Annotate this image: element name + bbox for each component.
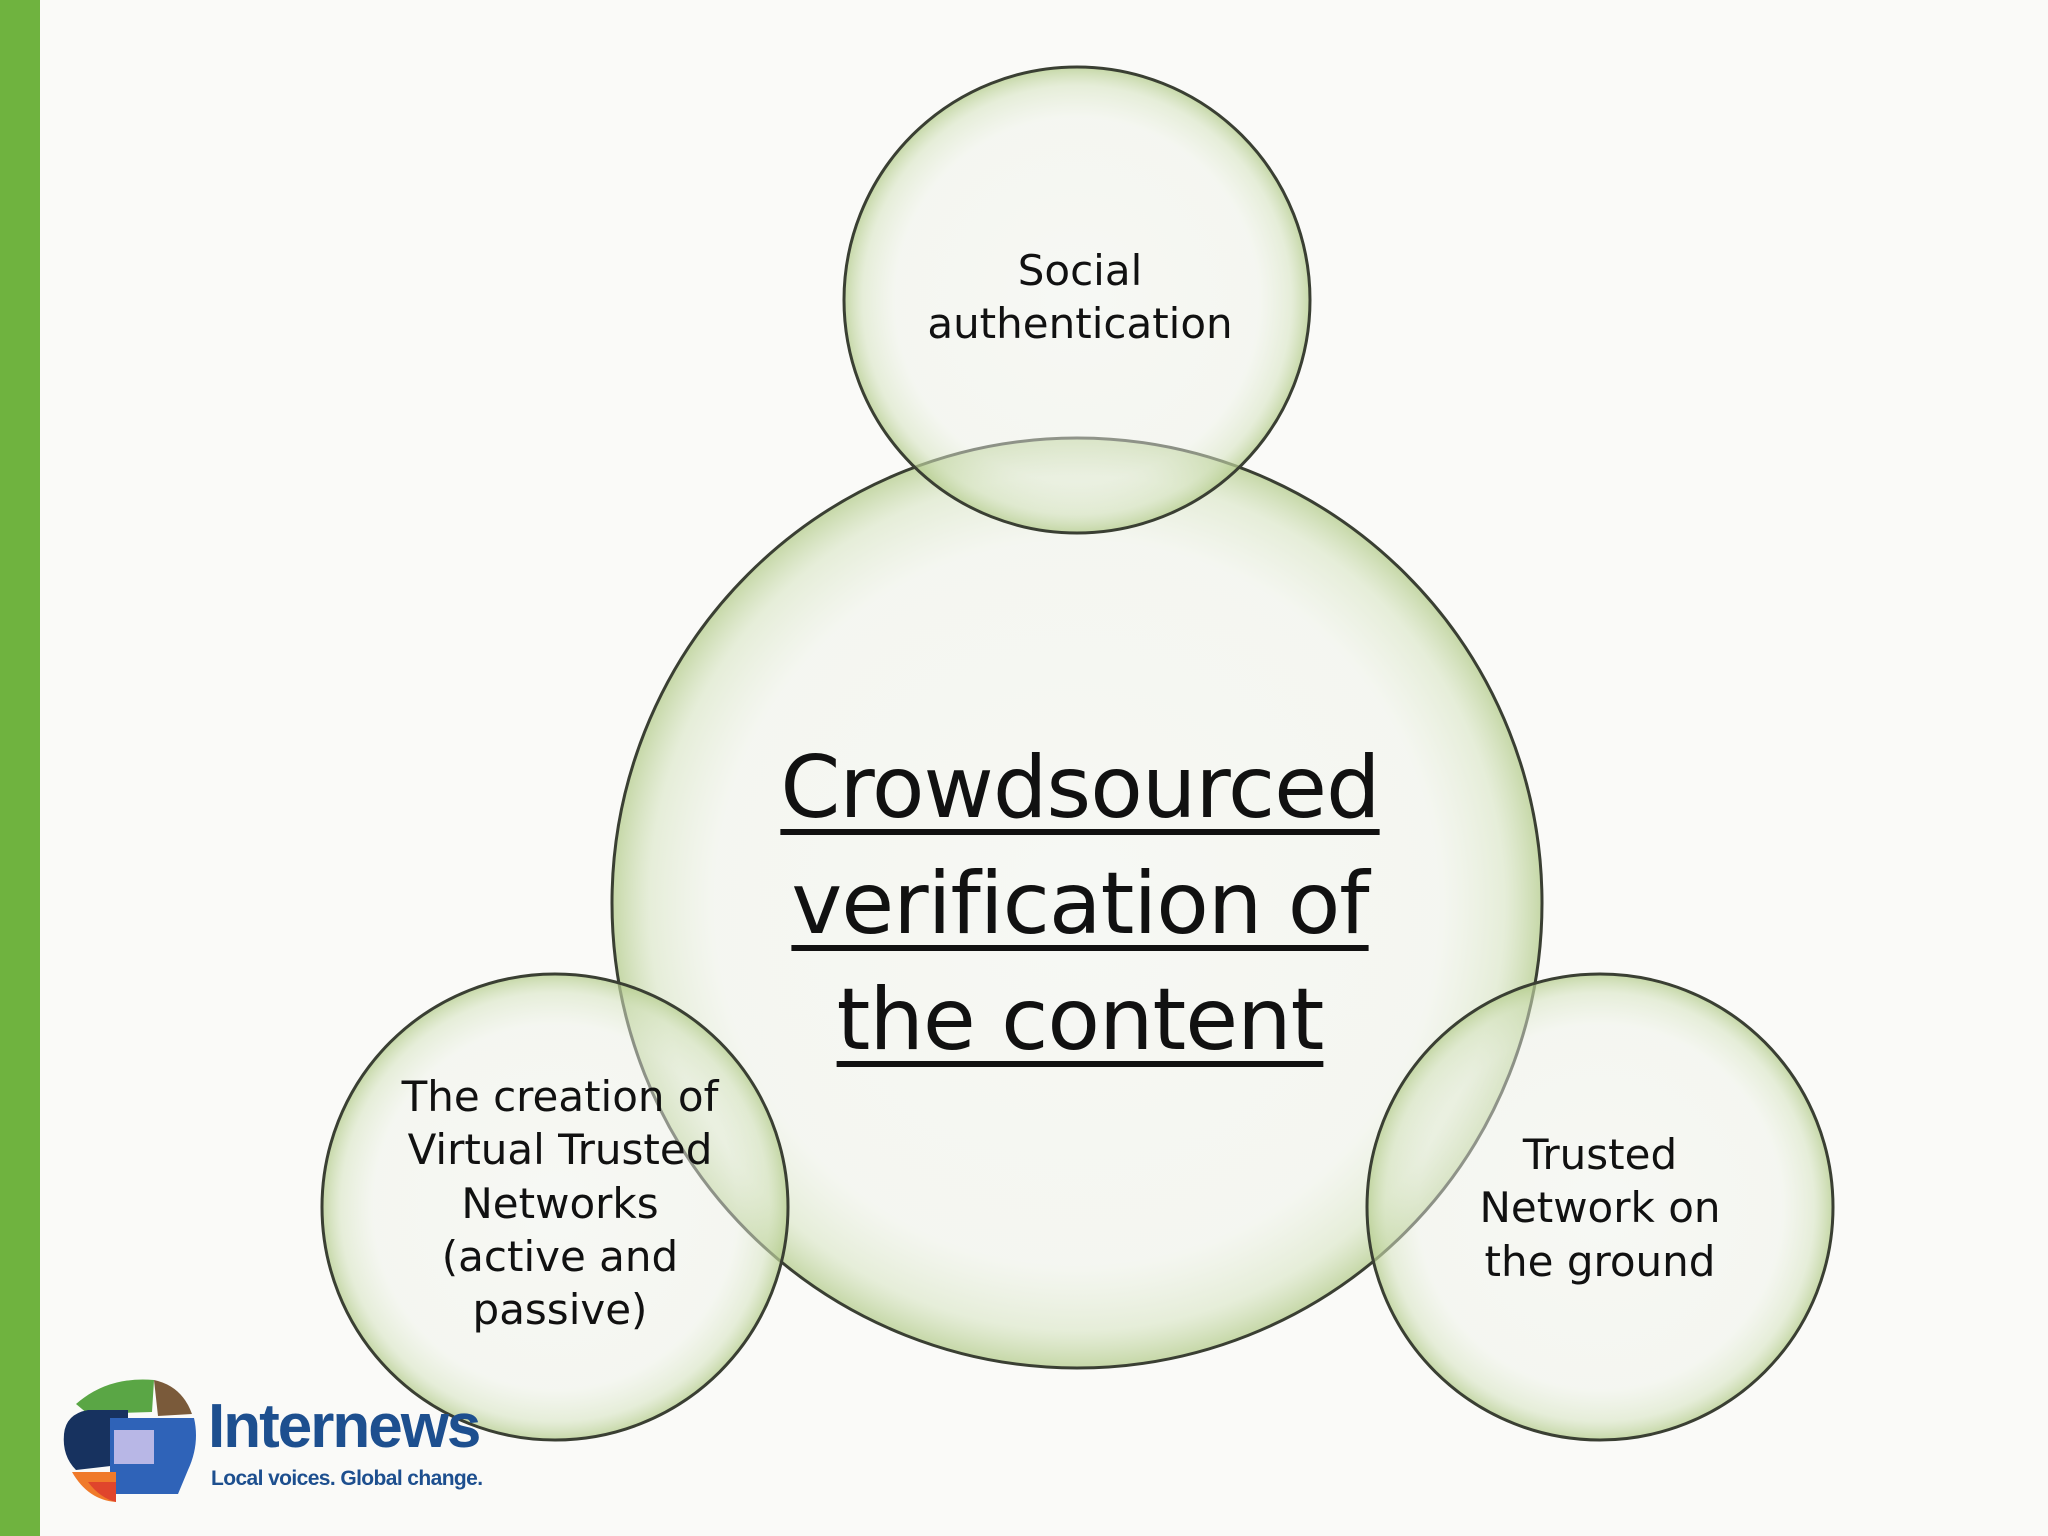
social-authentication-circle (842, 65, 1312, 535)
logo-tagline: Local voices. Global change. (211, 1467, 483, 1490)
center-title-wrap: Crowdsourced verification of the content (700, 730, 1460, 1078)
virtual-trusted-networks-circle (320, 972, 790, 1442)
trusted-network-ground-label: Trusted Network on the ground (1479, 1130, 1721, 1286)
center-title: Crowdsourced verification of the content (780, 738, 1380, 1071)
accent-bar (0, 0, 40, 1536)
trusted-network-ground-circle (1365, 972, 1835, 1442)
internews-logo-mark-icon (63, 1379, 196, 1502)
social-authentication-label: Social authentication (927, 246, 1233, 349)
virtual-trusted-networks-label: The creation of Virtual Trusted Networks… (401, 1072, 719, 1335)
internews-logo: Internews Local voices. Global change. (58, 1374, 518, 1504)
logo-wordmark: Internews (208, 1392, 481, 1461)
